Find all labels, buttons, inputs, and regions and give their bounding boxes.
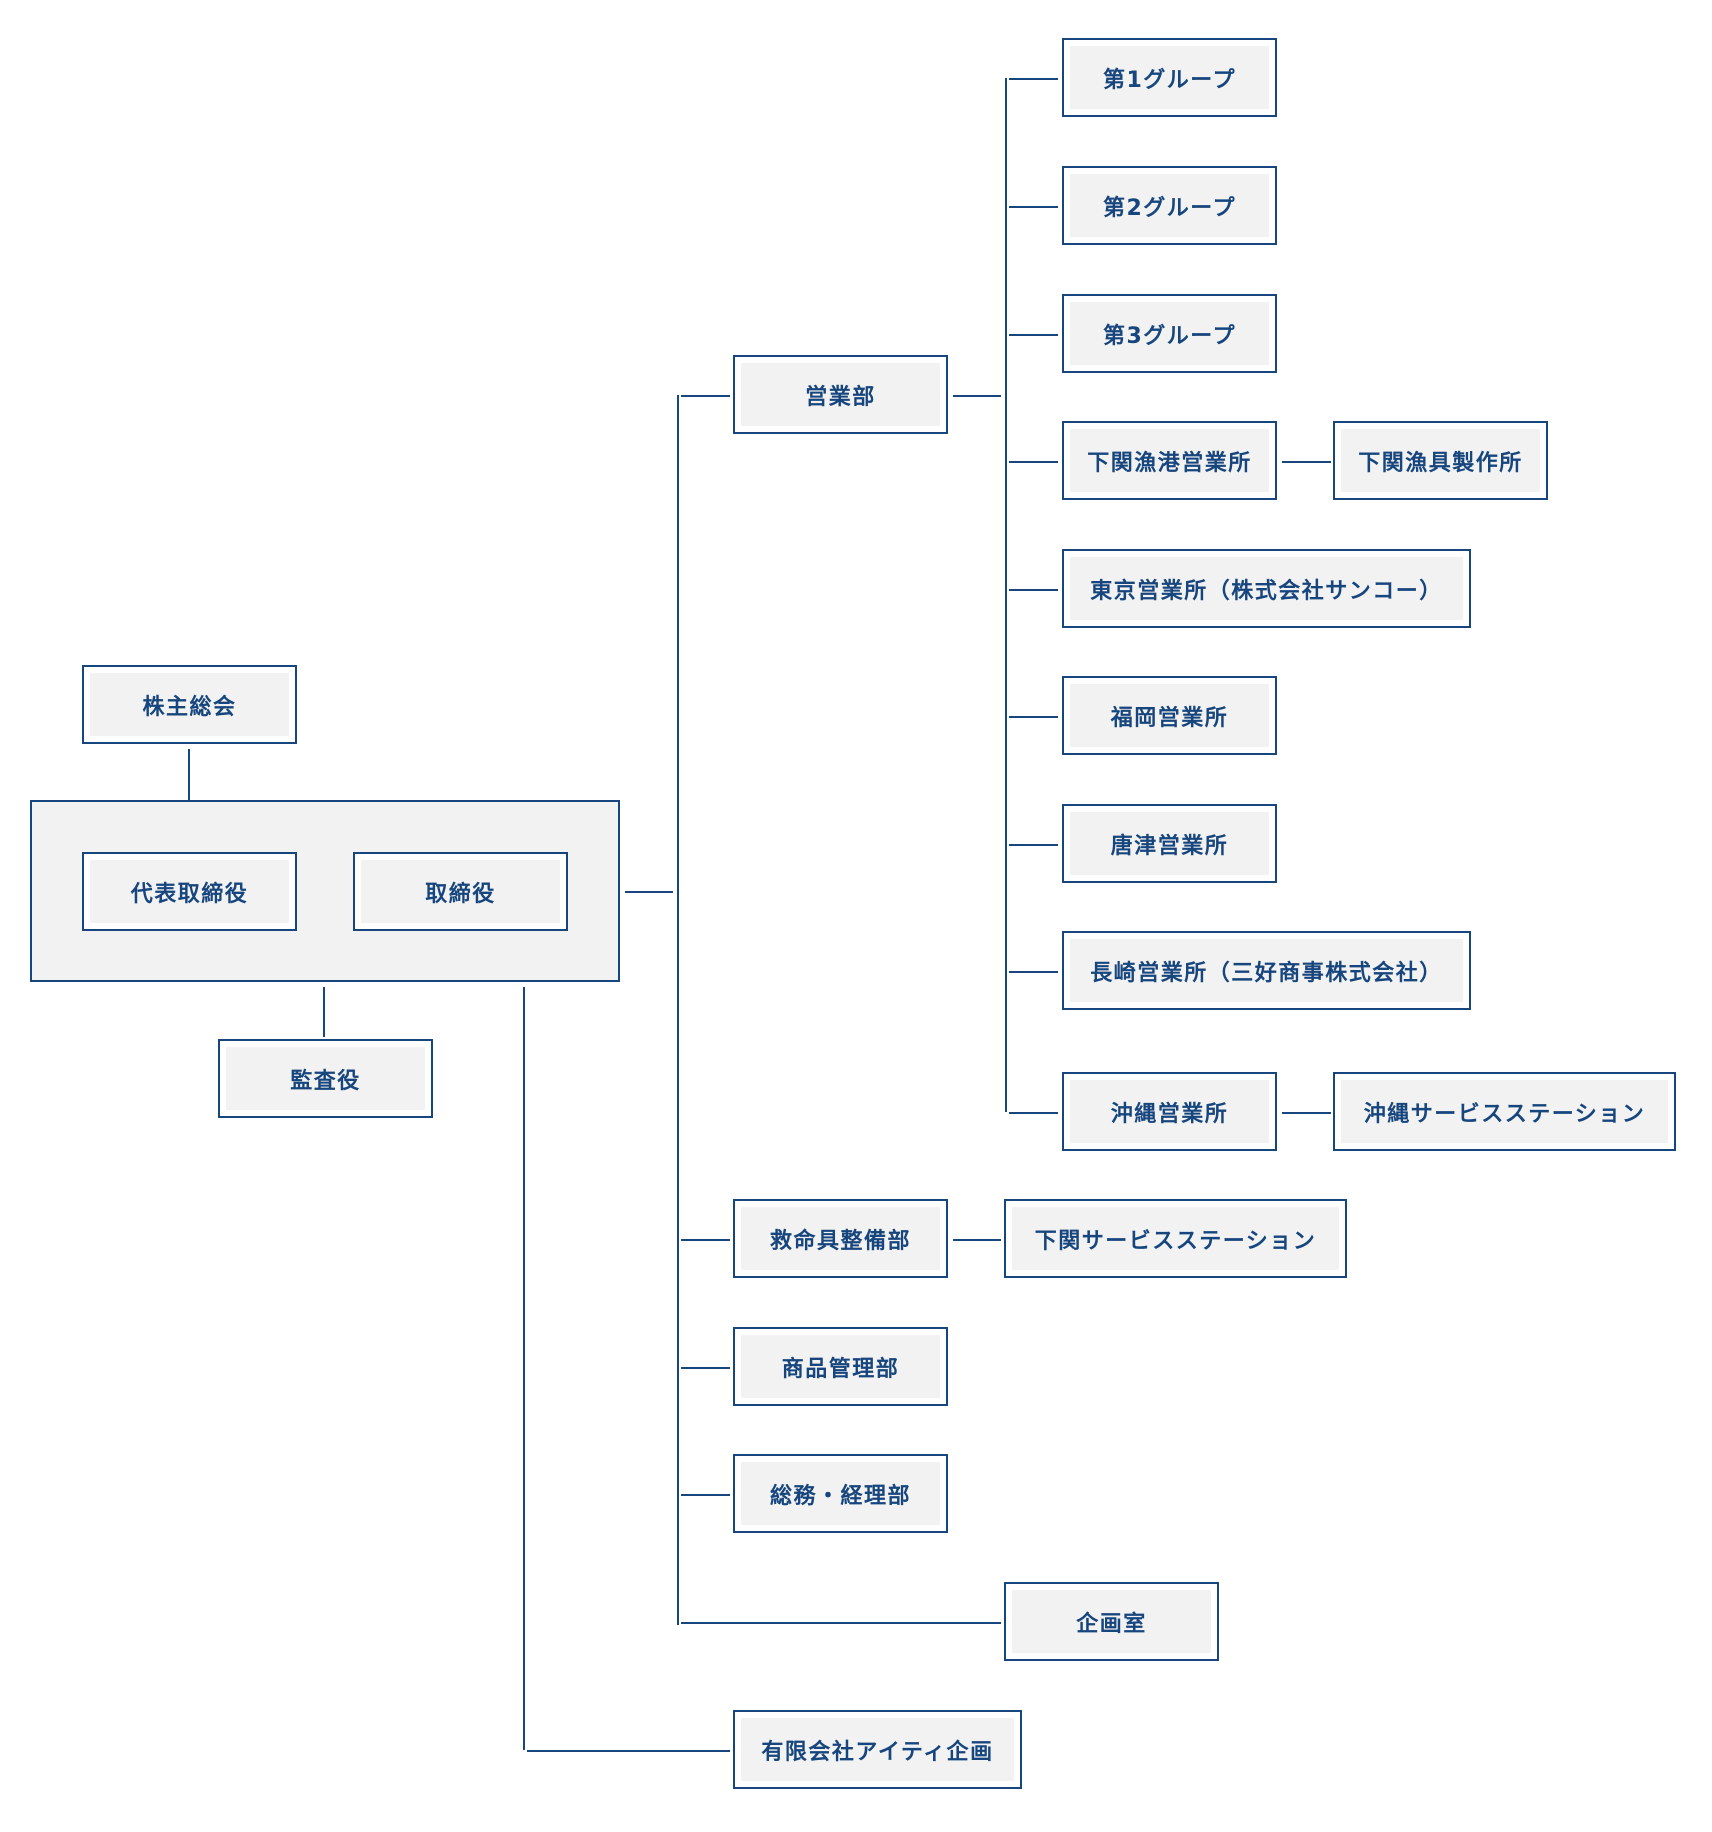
connector-shareholders-board (188, 749, 190, 800)
tokyo-office-box: 東京営業所（株式会社サンコー） (1062, 549, 1471, 628)
shimonoseki-service-station-label: 下関サービスステーション (1012, 1207, 1339, 1270)
group2-box: 第2グループ (1062, 166, 1277, 245)
general-affairs-accounting-dept-box: 総務・経理部 (733, 1454, 948, 1533)
connector-board-trunk (625, 891, 673, 893)
auditor-box: 監査役 (218, 1039, 433, 1118)
connector-trunk-it-planning (527, 1750, 730, 1752)
connector-tokyo (1009, 589, 1058, 591)
director-box: 取締役 (353, 852, 568, 931)
group3-box: 第3グループ (1062, 294, 1277, 373)
connector-okinawa-service (1282, 1112, 1331, 1114)
lifesaving-dept-label: 救命具整備部 (741, 1207, 940, 1270)
connector-group1 (1009, 78, 1058, 80)
nagasaki-office-box: 長崎営業所（三好商事株式会社） (1062, 931, 1471, 1010)
connector-karatsu (1009, 844, 1058, 846)
shimonoseki-fishing-gear-works-label: 下関漁具製作所 (1341, 429, 1540, 492)
connector-group3 (1009, 334, 1058, 336)
fukuoka-office-label: 福岡営業所 (1070, 684, 1269, 747)
connector-shimonoseki-gear (1282, 461, 1331, 463)
group3-label: 第3グループ (1070, 302, 1269, 365)
sales-dept-box: 営業部 (733, 355, 948, 434)
okinawa-service-station-label: 沖縄サービスステーション (1341, 1080, 1668, 1143)
fukuoka-office-box: 福岡営業所 (1062, 676, 1277, 755)
okinawa-office-label: 沖縄営業所 (1070, 1080, 1269, 1143)
group1-box: 第1グループ (1062, 38, 1277, 117)
connector-trunk-lifesaving (681, 1239, 730, 1241)
it-planning-company-box: 有限会社アイティ企画 (733, 1710, 1022, 1789)
sales-dept-label: 営業部 (741, 363, 940, 426)
connector-trunk-product (681, 1367, 730, 1369)
karatsu-office-box: 唐津営業所 (1062, 804, 1277, 883)
connector-board-auditor (323, 987, 325, 1037)
shareholders-meeting-label: 株主総会 (90, 673, 289, 736)
product-management-dept-box: 商品管理部 (733, 1327, 948, 1406)
connector-trunk-general (681, 1494, 730, 1496)
shimonoseki-service-station-box: 下関サービスステーション (1004, 1199, 1347, 1278)
planning-office-box: 企画室 (1004, 1582, 1219, 1661)
shimonoseki-port-office-label: 下関漁港営業所 (1070, 429, 1269, 492)
shareholders-meeting-box: 株主総会 (82, 665, 297, 744)
trunk-main (677, 395, 679, 1625)
connector-okinawa (1009, 1112, 1058, 1114)
general-affairs-accounting-dept-label: 総務・経理部 (741, 1462, 940, 1525)
connector-shimonoseki-port (1009, 461, 1058, 463)
connector-nagasaki (1009, 971, 1058, 973)
connector-trunk-planning (681, 1622, 1001, 1624)
karatsu-office-label: 唐津営業所 (1070, 812, 1269, 875)
director-label: 取締役 (361, 860, 560, 923)
group2-label: 第2グループ (1070, 174, 1269, 237)
okinawa-office-box: 沖縄営業所 (1062, 1072, 1277, 1151)
connector-sales-trunk (953, 395, 1001, 397)
trunk-subsidiary (523, 987, 525, 1750)
connector-lifesaving-service (953, 1239, 1001, 1241)
connector-group2 (1009, 206, 1058, 208)
nagasaki-office-label: 長崎営業所（三好商事株式会社） (1070, 939, 1463, 1002)
tokyo-office-label: 東京営業所（株式会社サンコー） (1070, 557, 1463, 620)
it-planning-company-label: 有限会社アイティ企画 (741, 1718, 1014, 1781)
planning-office-label: 企画室 (1012, 1590, 1211, 1653)
lifesaving-dept-box: 救命具整備部 (733, 1199, 948, 1278)
shimonoseki-port-office-box: 下関漁港営業所 (1062, 421, 1277, 500)
connector-fukuoka (1009, 716, 1058, 718)
group1-label: 第1グループ (1070, 46, 1269, 109)
connector-trunk-sales (681, 395, 730, 397)
auditor-label: 監査役 (226, 1047, 425, 1110)
shimonoseki-fishing-gear-works-box: 下関漁具製作所 (1333, 421, 1548, 500)
okinawa-service-station-box: 沖縄サービスステーション (1333, 1072, 1676, 1151)
representative-director-box: 代表取締役 (82, 852, 297, 931)
product-management-dept-label: 商品管理部 (741, 1335, 940, 1398)
representative-director-label: 代表取締役 (90, 860, 289, 923)
trunk-sales (1005, 78, 1007, 1112)
